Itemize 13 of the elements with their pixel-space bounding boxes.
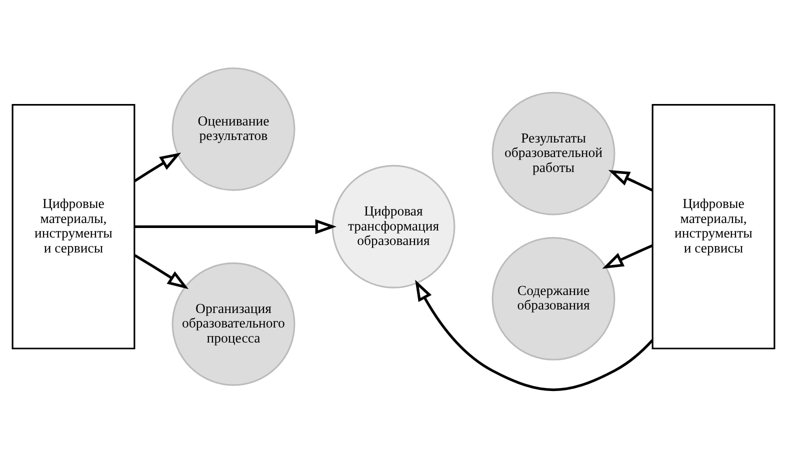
arrow bbox=[608, 170, 653, 192]
arrow bbox=[415, 279, 654, 391]
node-circle: Содержание образования bbox=[492, 236, 616, 360]
node-circle: Результаты образовательной работы bbox=[492, 91, 616, 215]
arrow bbox=[602, 244, 653, 268]
node-box: Цифровые материалы, инструменты и сервисы bbox=[652, 104, 776, 349]
node-circle: Организация образовательного процесса bbox=[172, 262, 296, 386]
node-box: Цифровые материалы, инструменты и сервисы bbox=[12, 104, 136, 349]
arrow bbox=[134, 218, 337, 234]
node-circle: Цифровая трансформация образования bbox=[332, 164, 456, 288]
node-circle: Оценивание результатов bbox=[172, 66, 296, 190]
arrow bbox=[134, 152, 182, 182]
arrow bbox=[134, 254, 189, 289]
